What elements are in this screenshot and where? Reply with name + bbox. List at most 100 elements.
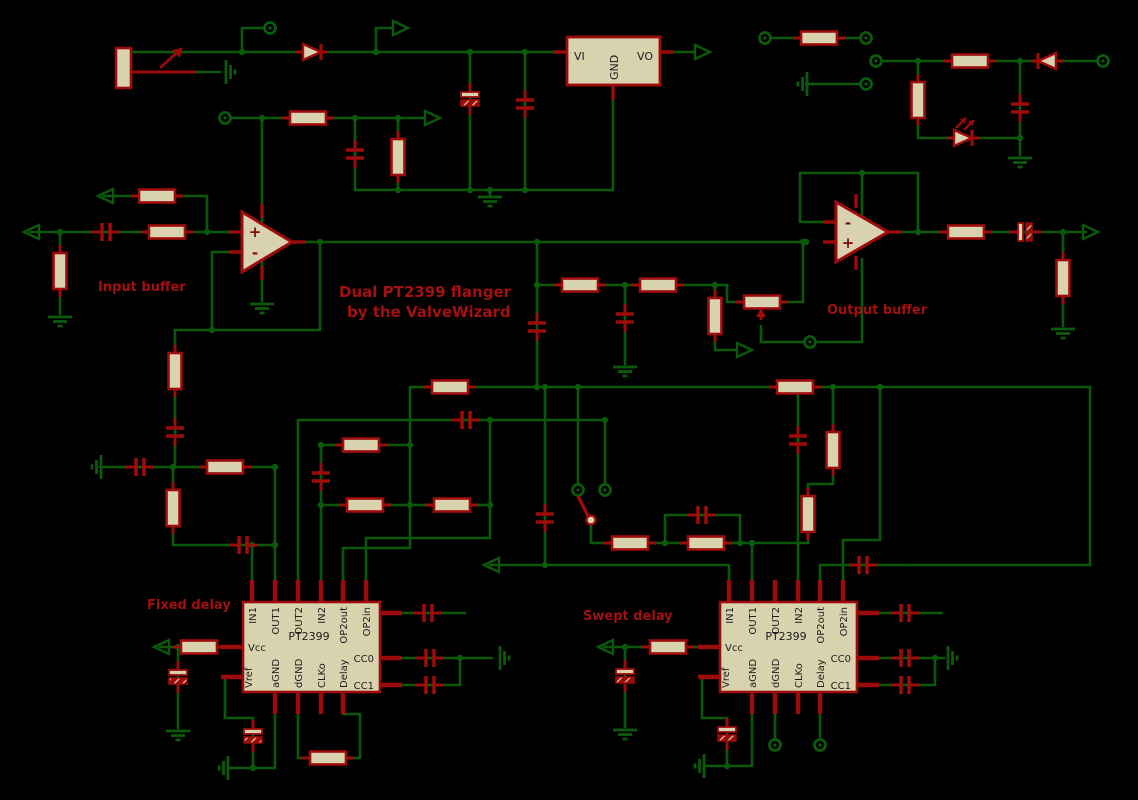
resistor xyxy=(147,224,187,240)
junction-dot xyxy=(203,228,211,236)
wire xyxy=(408,385,1092,567)
opamp2-plus-sign: + xyxy=(842,234,855,252)
chip2-pin-clko: CLKo xyxy=(794,663,805,688)
resistor xyxy=(390,137,406,177)
junction-dot xyxy=(317,441,325,449)
chip2-pin-delay: Delay xyxy=(816,659,827,688)
wire xyxy=(341,385,412,583)
junction-dot xyxy=(521,186,529,194)
junction-dot xyxy=(316,238,324,246)
resistor xyxy=(308,750,348,766)
junction-dot xyxy=(1059,228,1067,236)
junction-dot xyxy=(486,416,494,424)
chip2-pin-vref: Vref xyxy=(721,667,732,688)
chip2-pin-dgnd: dGND xyxy=(771,658,782,688)
resistor xyxy=(52,251,68,291)
supply-arrow-icon xyxy=(735,341,755,359)
pad-center xyxy=(864,82,868,86)
junction-dot xyxy=(208,326,216,334)
diode xyxy=(301,42,324,62)
potentiometer-wiper-arrow xyxy=(756,308,766,317)
junction-dot xyxy=(1016,134,1024,142)
resistor xyxy=(1055,258,1071,298)
resistor xyxy=(775,379,815,395)
regulator-pin-vi: VI xyxy=(574,50,585,63)
supply-arrow-icon xyxy=(595,638,615,656)
chip2-pin-cc1: CC1 xyxy=(831,681,851,692)
electrolytic-capacitor-hatched-plate xyxy=(168,677,188,685)
opamp1-plus-sign: + xyxy=(249,223,262,241)
wire xyxy=(240,26,265,54)
chip1-name: PT2399 xyxy=(288,630,329,643)
junction-dot xyxy=(394,186,402,194)
pt2399-ic xyxy=(241,600,382,694)
junction-dot xyxy=(533,281,541,289)
junction-dot xyxy=(621,643,629,651)
junction-dot xyxy=(56,228,64,236)
junction-dot xyxy=(876,383,884,391)
pad-icon xyxy=(571,483,585,497)
resistor xyxy=(638,277,678,293)
junction-dot xyxy=(661,539,669,547)
wire xyxy=(798,171,920,234)
pad-icon xyxy=(1096,54,1110,68)
opamp xyxy=(834,199,892,265)
resistor xyxy=(800,494,816,534)
resistor xyxy=(610,535,650,551)
junction-dot xyxy=(533,238,541,246)
junction-dot xyxy=(372,48,380,56)
battery-arrow xyxy=(172,48,182,58)
wire xyxy=(488,563,731,583)
chip1-pin-in2: IN2 xyxy=(317,607,328,624)
supply-arrow-icon xyxy=(481,556,501,574)
resistor xyxy=(165,488,181,528)
label-swept-delay: Swept delay xyxy=(583,609,673,624)
supply-arrow-icon xyxy=(423,109,443,127)
resistor xyxy=(950,53,990,69)
pad-center xyxy=(268,26,272,30)
junction-dot xyxy=(1016,57,1024,65)
label-fixed-delay: Fixed delay xyxy=(147,598,231,613)
pad-icon xyxy=(859,77,873,91)
electrolytic-capacitor-hatched-plate xyxy=(717,734,737,742)
supply-arrow-icon xyxy=(151,638,171,656)
switch-pivot xyxy=(585,514,597,526)
supply-arrow-icon xyxy=(21,223,41,241)
led-light-arrow xyxy=(968,120,974,126)
supply-arrow-icon xyxy=(693,43,713,61)
junction-dot xyxy=(799,238,807,246)
pad-icon xyxy=(768,738,782,752)
chip1-pin-agnd: aGND xyxy=(271,659,282,688)
resistor xyxy=(430,379,470,395)
resistor xyxy=(432,497,472,513)
junction-dot xyxy=(486,186,494,194)
schematic-title-line1: Dual PT2399 flanger xyxy=(339,283,512,301)
wire xyxy=(353,83,615,192)
chip1-pin-vcc: Vcc xyxy=(248,643,266,654)
label-output-buffer: Output buffer xyxy=(827,303,928,318)
junction-dot xyxy=(914,57,922,65)
diode xyxy=(952,128,975,148)
junction-dot xyxy=(317,501,325,509)
junction-dot xyxy=(829,383,837,391)
chip2-pin-out2: OUT2 xyxy=(771,607,782,635)
led-light-arrow xyxy=(960,118,966,124)
pad-icon xyxy=(813,738,827,752)
chip2-pin-op2in: OP2in xyxy=(839,607,850,636)
junction-dot xyxy=(351,114,359,122)
junction-dot xyxy=(736,539,744,547)
chip1-pin-out2: OUT2 xyxy=(294,607,305,635)
supply-arrow-icon xyxy=(95,187,115,205)
junction-dot xyxy=(271,463,279,471)
resistor xyxy=(288,110,328,126)
pad-center xyxy=(874,59,878,63)
resistor xyxy=(707,296,723,336)
junction-dot xyxy=(748,539,756,547)
opamp2-minus-sign: - xyxy=(845,214,851,232)
junction-dot xyxy=(406,501,414,509)
pad-icon xyxy=(859,31,873,45)
electrolytic-capacitor xyxy=(168,669,188,676)
chip1-pin-vref: Vref xyxy=(244,667,255,688)
voltage-regulator xyxy=(565,35,662,87)
